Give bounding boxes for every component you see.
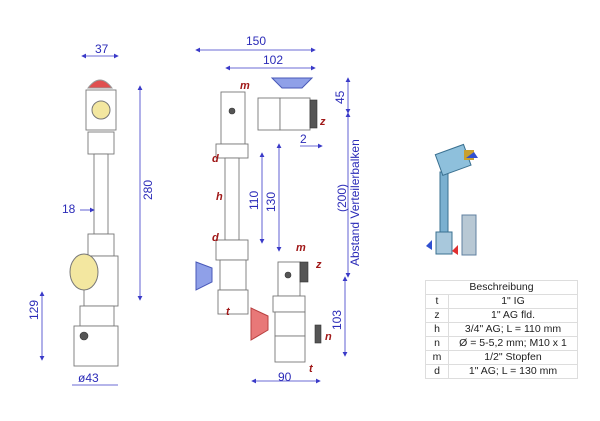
label-h: h (216, 191, 223, 203)
dim-lower-height: 103 (330, 310, 344, 330)
legend-value: 1/2" Stopfen (448, 350, 578, 365)
side-view: 37 280 18 129 ø43 (27, 42, 155, 386)
red-handle-icon (250, 307, 269, 341)
dim-distance: (200) (335, 184, 349, 212)
legend-key: h (425, 322, 449, 337)
dim-lower-width: 90 (278, 370, 292, 384)
legend-value: 1" AG; L = 130 mm (448, 364, 578, 379)
dim-offset: 2 (300, 132, 307, 146)
legend-key: n (425, 336, 449, 351)
legend-header: Beschreibung (425, 280, 578, 295)
dim-lower: 129 (27, 300, 41, 320)
front-view: 150 102 45 2 110 130 (200) Abstand Verte… (195, 34, 362, 384)
dim-width: 37 (95, 42, 109, 56)
legend-value: 3/4" AG; L = 110 mm (448, 322, 578, 337)
legend-key: t (425, 294, 449, 309)
blue-handle-icon (195, 261, 213, 291)
legend-value: 1" AG fld. (448, 308, 578, 323)
label-z: z (315, 259, 322, 271)
dim-valve-width: 102 (263, 53, 283, 67)
label-m: m (296, 242, 306, 254)
legend-value: Ø = 5-5,2 mm; M10 x 1 (448, 336, 578, 351)
legend-key: d (425, 364, 449, 379)
label-d: d (212, 153, 219, 165)
label-t: t (309, 363, 314, 375)
label-d: d (212, 232, 219, 244)
legend-value: 1" IG (448, 294, 578, 309)
legend-key: m (425, 350, 449, 365)
legend-key: z (425, 308, 449, 323)
dim-valve-height: 45 (333, 90, 347, 104)
dim-distance-label: Abstand Verteilerbalken (348, 139, 362, 266)
dim-diameter: ø43 (78, 371, 99, 385)
product-3d-image (426, 143, 478, 256)
label-m: m (240, 80, 250, 92)
label-t: t (226, 306, 231, 318)
red-handle-icon (86, 79, 114, 89)
dim-pipe: 18 (62, 202, 76, 216)
dim-pipe-110: 110 (247, 191, 261, 210)
label-n: n (325, 331, 332, 343)
dim-pipe-130: 130 (264, 192, 278, 212)
dim-total-width: 150 (246, 34, 266, 48)
label-z: z (319, 116, 326, 128)
dim-height: 280 (141, 180, 155, 200)
